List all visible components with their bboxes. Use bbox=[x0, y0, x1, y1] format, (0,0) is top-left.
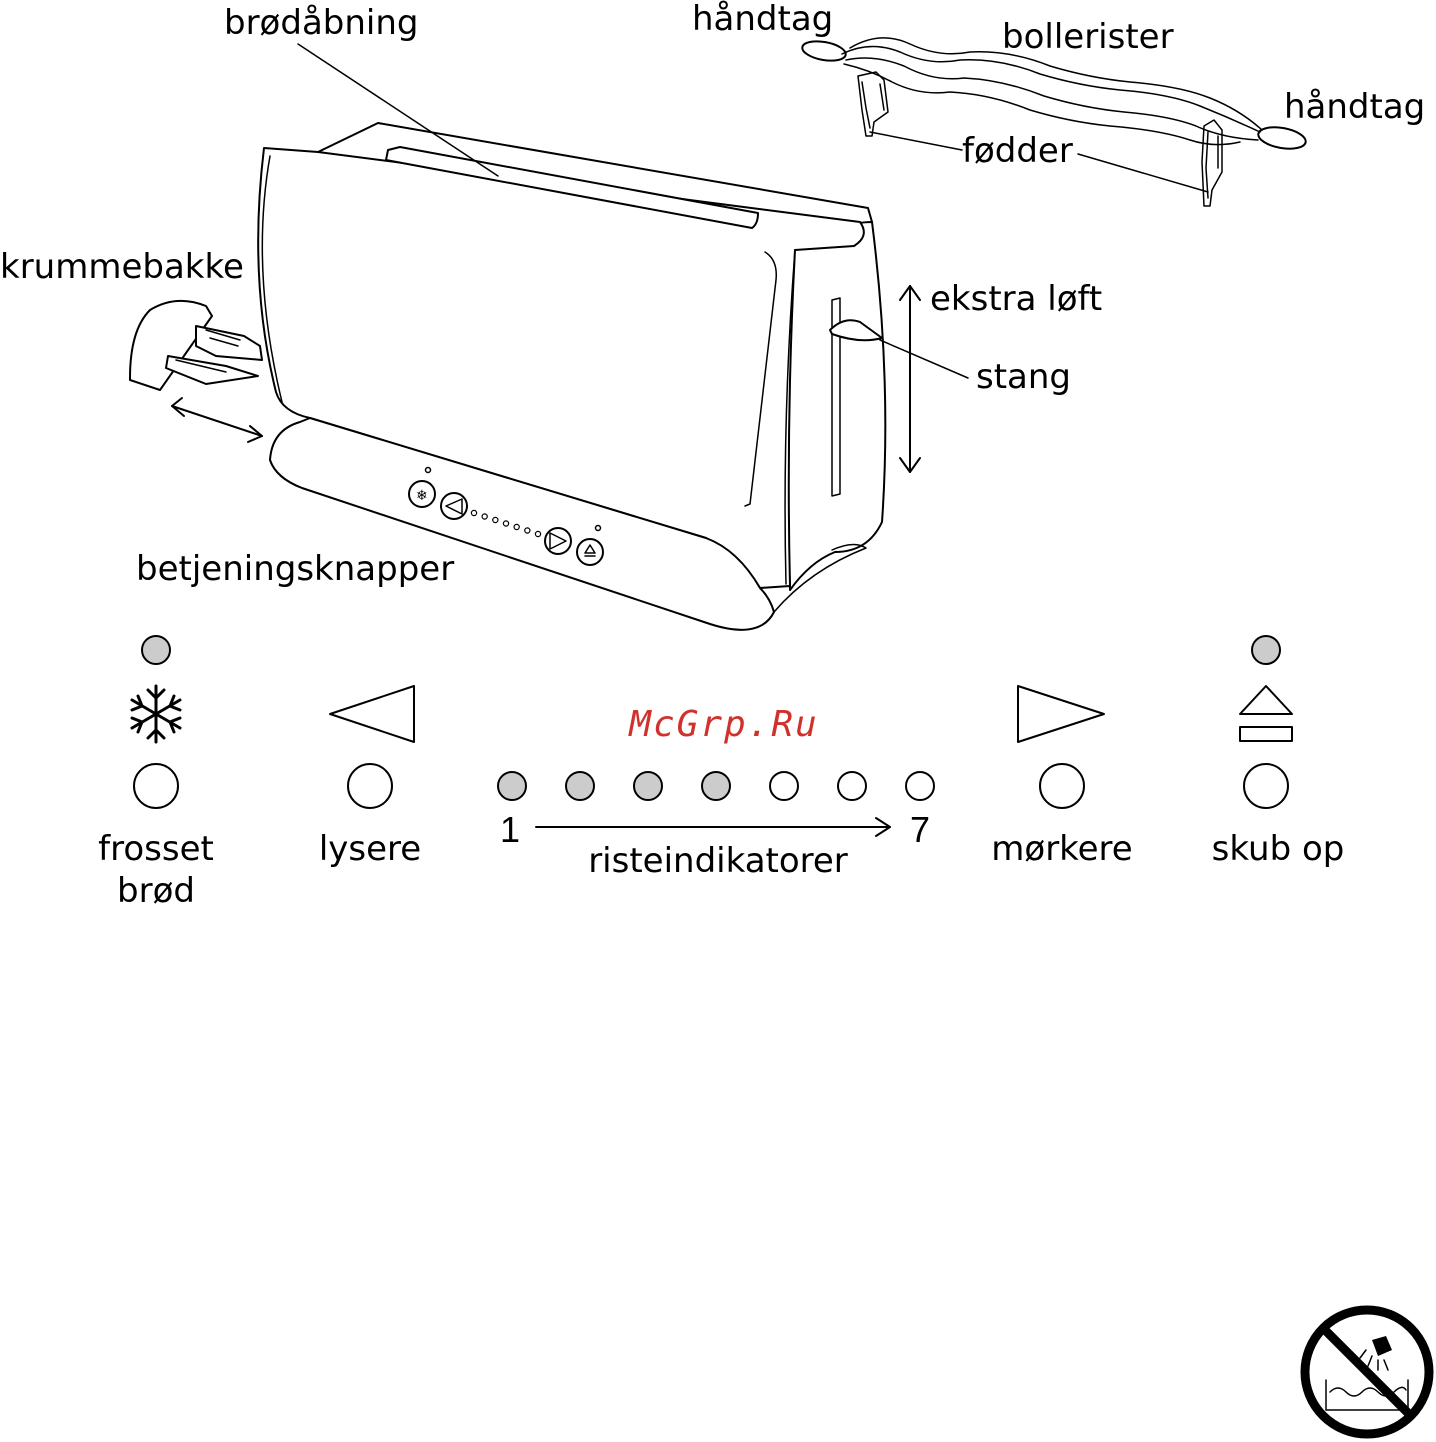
toast-indicator-7 bbox=[906, 772, 934, 800]
toast-indicator-4 bbox=[702, 772, 730, 800]
toaster-indicator-dot-4 bbox=[503, 521, 508, 526]
toaster-indicator-dot-6 bbox=[525, 528, 530, 533]
watermark: McGrp.Ru bbox=[627, 704, 818, 745]
indicators-label: risteindikatorer bbox=[588, 841, 848, 881]
toast-indicator-5 bbox=[770, 772, 798, 800]
frozen-label-line1: frosset bbox=[98, 829, 214, 869]
bun-rack-illustration bbox=[801, 38, 1308, 206]
label-feet: fødder bbox=[962, 131, 1073, 171]
darker-button[interactable] bbox=[1040, 764, 1084, 808]
label-lever: stang bbox=[976, 357, 1071, 397]
toast-indicator-2 bbox=[566, 772, 594, 800]
label-control-buttons: betjeningsknapper bbox=[136, 549, 454, 589]
toast-indicators bbox=[498, 772, 934, 800]
svg-text:❄: ❄ bbox=[416, 488, 428, 504]
frozen-label-line2: brød bbox=[117, 871, 195, 911]
frozen-indicator-light bbox=[142, 636, 170, 664]
toaster-indicator-dot-3 bbox=[493, 517, 498, 522]
no-water-immersion-icon bbox=[1305, 1310, 1429, 1434]
triangle-right-icon bbox=[1018, 686, 1104, 742]
scale-end: 7 bbox=[910, 809, 930, 850]
toaster-indicator-dot-7 bbox=[535, 531, 540, 536]
label-handle-left: håndtag bbox=[692, 0, 833, 39]
eject-icon bbox=[1240, 686, 1292, 741]
lighter-button[interactable] bbox=[348, 764, 392, 808]
label-bun-rack: bollerister bbox=[1002, 17, 1174, 57]
toaster-indicator-dot-2 bbox=[482, 514, 487, 519]
label-crumb-tray: krummebakke bbox=[0, 247, 244, 287]
scale-start: 1 bbox=[500, 809, 520, 850]
label-extra-lift: ekstra løft bbox=[930, 279, 1102, 319]
label-handle-right: håndtag bbox=[1284, 87, 1425, 127]
toaster-indicator-dot-1 bbox=[471, 510, 476, 515]
toast-indicator-1 bbox=[498, 772, 526, 800]
triangle-left-icon bbox=[330, 686, 414, 742]
crumb-tray-arrow bbox=[172, 398, 262, 442]
label-bread-slot: brødåbning bbox=[224, 3, 419, 43]
toast-indicator-3 bbox=[634, 772, 662, 800]
snowflake-icon bbox=[132, 686, 180, 742]
toaster-indicator-dot-5 bbox=[514, 524, 519, 529]
push-up-button[interactable] bbox=[1244, 764, 1288, 808]
push-up-indicator-light bbox=[1252, 636, 1280, 664]
darker-label: mørkere bbox=[991, 829, 1132, 869]
extra-lift-arrow bbox=[900, 286, 920, 472]
lighter-label: lysere bbox=[319, 829, 421, 869]
toast-indicator-6 bbox=[838, 772, 866, 800]
push-up-label: skub op bbox=[1212, 829, 1345, 869]
frozen-button[interactable] bbox=[134, 764, 178, 808]
